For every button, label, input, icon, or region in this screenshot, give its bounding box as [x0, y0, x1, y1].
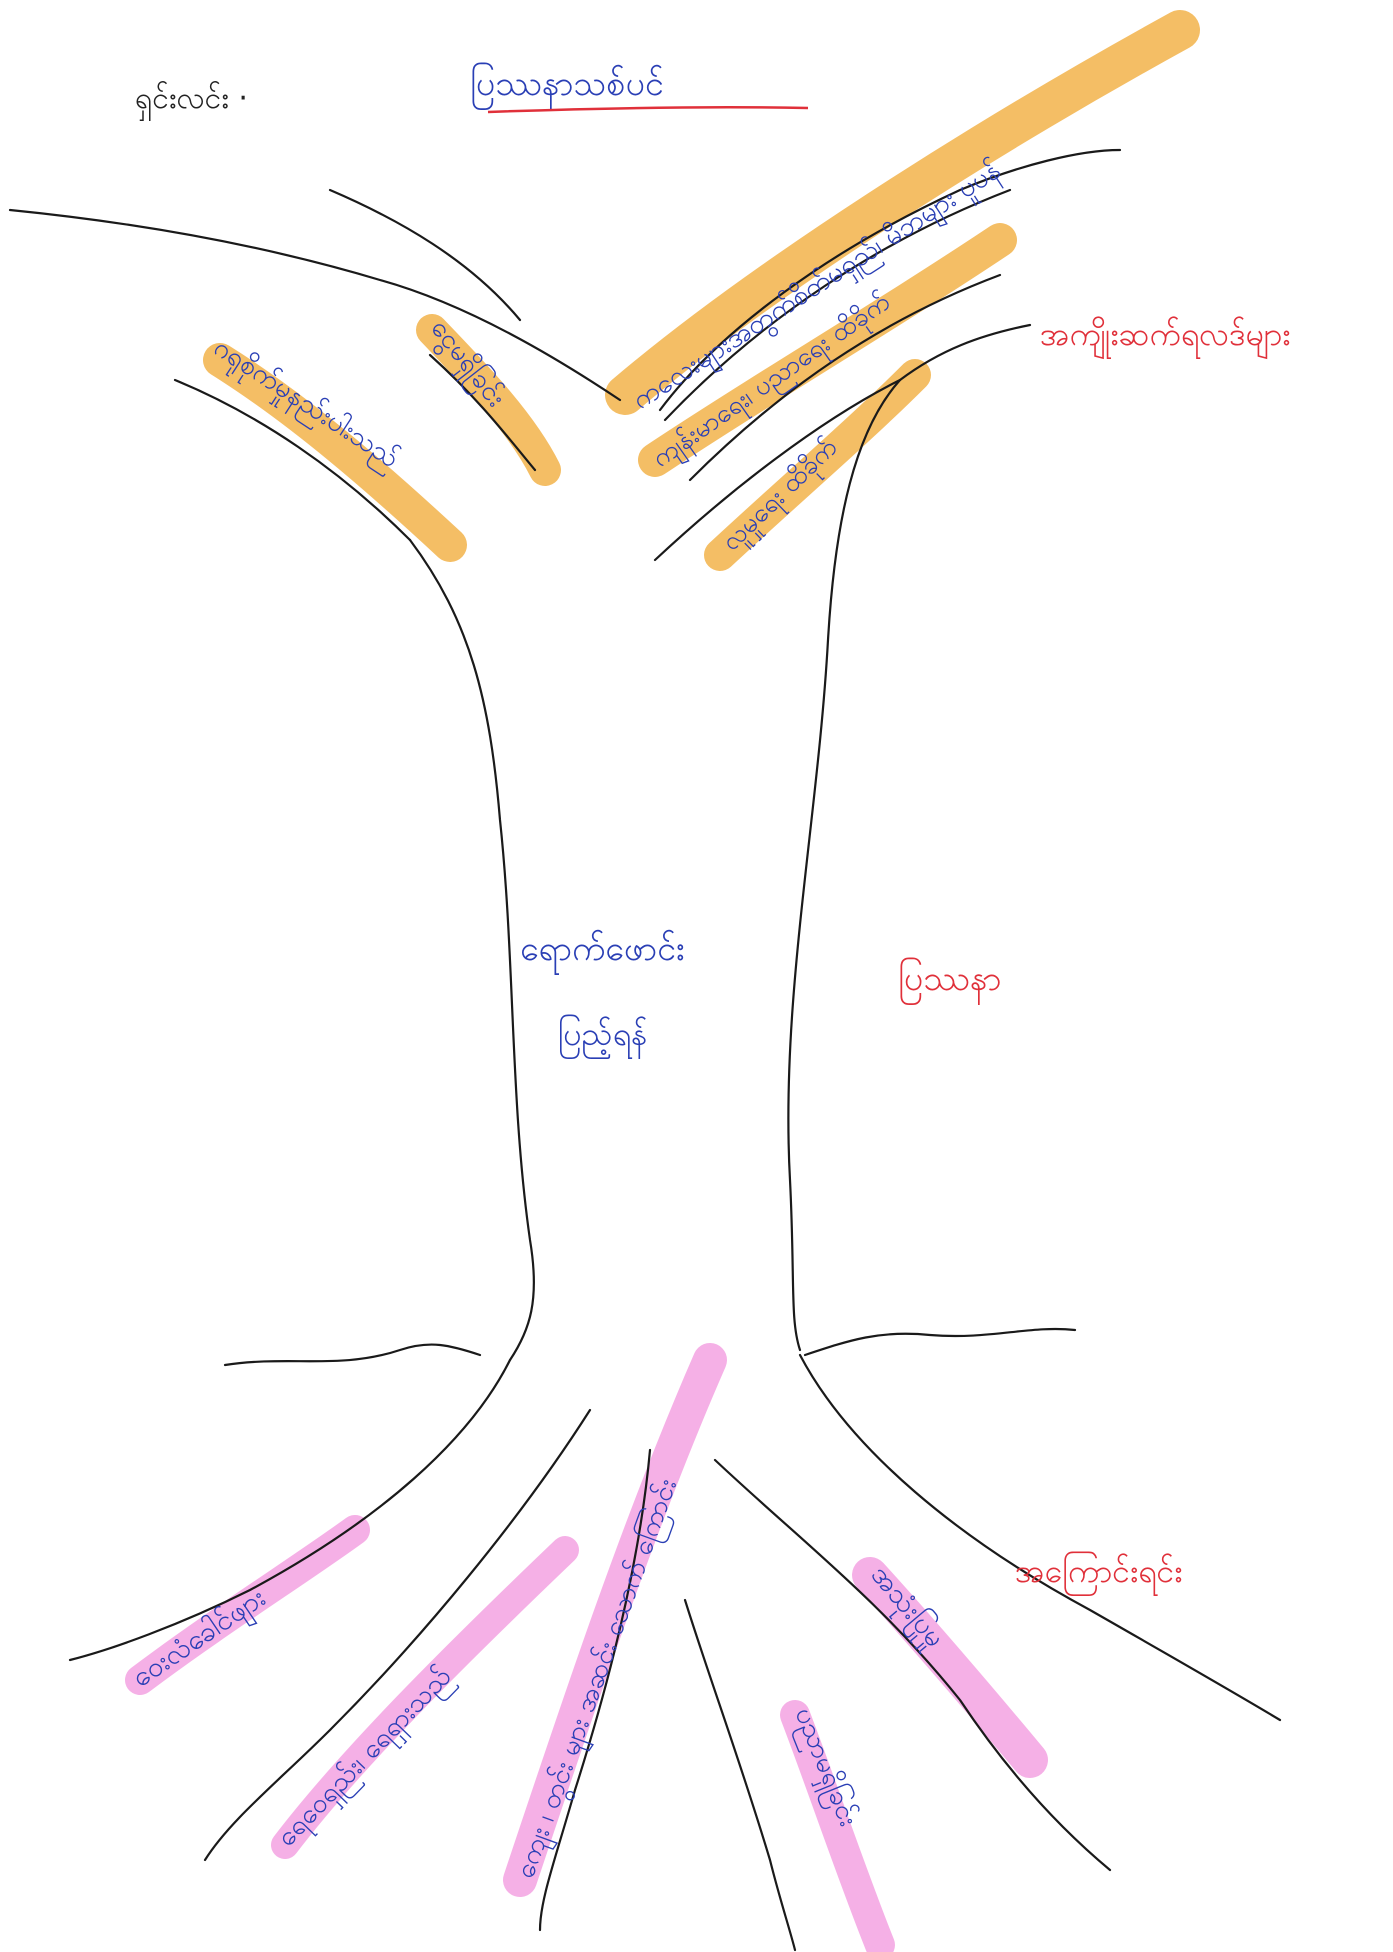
tree-outline	[8, 148, 1282, 1952]
page-title: ပြဿနာသစ်ပင်	[470, 64, 664, 110]
branch-text-5: လူမှုရေး ထိခိုက်	[715, 431, 847, 560]
title-underline	[487, 105, 809, 114]
trunk-text-line2: ပြည့်ရန်	[558, 1015, 648, 1059]
branch-highlights	[203, 10, 1200, 571]
branch-text-1: ဂရုစိုက်မှုနည်းပါးသည်	[205, 332, 404, 479]
page-label: ရှင်းလင်း ·	[135, 81, 248, 122]
effects-label: အကျိုးဆက်ရလဒ်များ	[1040, 315, 1290, 359]
problem-label: ပြဿနာ	[898, 959, 1002, 1005]
root-text-1: ဝေးလံခေါင်ဖျား	[125, 1580, 275, 1699]
root-text-3: ကျေး ၊ တွင်း များ အဆင်း သောက် ကြောင်း	[508, 1474, 688, 1884]
causes-label: အကြောင်းရင်း	[1015, 1552, 1182, 1596]
root-highlights	[125, 1343, 1048, 1952]
trunk-text-line1: ရောက်ဖောင်း	[520, 929, 685, 975]
